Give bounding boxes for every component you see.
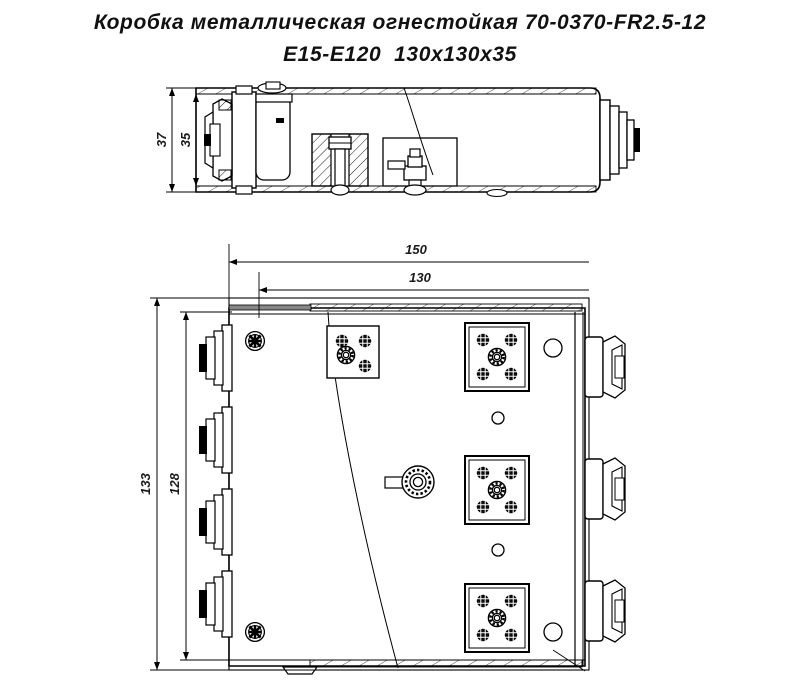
dimension-label-150: 150 (405, 242, 427, 257)
plan-cable-glands-left (199, 324, 233, 638)
terminal-block (464, 583, 530, 653)
side-connector-right (599, 99, 640, 181)
dimension-plan-width-overall: 150 (228, 242, 589, 312)
cable-gland (199, 406, 233, 474)
plan-bottom-foot (281, 666, 319, 675)
cable-gland (199, 488, 233, 556)
dimension-label-37: 37 (154, 132, 169, 147)
side-break-curve (403, 87, 434, 176)
mounting-hole (543, 622, 563, 642)
connector-gland (584, 335, 626, 399)
plan-gasket-strips (228, 303, 583, 668)
side-cable-gland-left (204, 81, 293, 195)
cable-gland (199, 570, 233, 638)
connector-gland (584, 579, 626, 643)
mounting-hole (491, 411, 505, 425)
terminal-block (464, 455, 530, 525)
connector-gland (584, 457, 626, 521)
plan-mounting-holes (491, 338, 563, 642)
terminal-block (464, 322, 530, 392)
dimension-label-128: 128 (167, 472, 182, 494)
plan-earth-stud (384, 465, 435, 499)
plan-connectors-right (584, 335, 626, 643)
dimension-label-35: 35 (178, 132, 193, 147)
dimension-label-130: 130 (409, 270, 431, 285)
drawing-title-line-1: Коробка металлическая огнестойкая 70-037… (93, 11, 707, 34)
dimension-plan-height-body: 128 (167, 311, 232, 661)
title-block: Коробка металлическая огнестойкая 70-037… (0, 0, 800, 70)
dimension-label-133: 133 (138, 472, 153, 494)
cable-gland (199, 324, 233, 392)
side-earth-stud (382, 137, 458, 196)
side-foot (486, 188, 508, 198)
mounting-hole (543, 338, 563, 358)
plan-leader-line (552, 649, 586, 672)
corner-screw-top (244, 330, 266, 352)
dimension-side-height-overall: 37 (154, 87, 200, 193)
side-elevation-view: 37 35 (154, 81, 640, 198)
dimension-plan-height-overall: 133 (138, 297, 232, 671)
plan-terminal-blocks (464, 322, 530, 653)
side-section-block-bolt (311, 133, 369, 196)
plan-terminal-block-small (326, 325, 380, 379)
mounting-hole (491, 543, 505, 557)
drawing-title-line-2: E15-E120 130x130x35 (283, 43, 517, 66)
dimension-plan-width-body: 130 (258, 270, 589, 318)
plan-right-rail (574, 312, 584, 666)
plan-view: 150 130 133 128 (138, 242, 626, 675)
corner-screw-bottom (244, 621, 266, 643)
dimension-side-height-body: 35 (178, 94, 199, 186)
